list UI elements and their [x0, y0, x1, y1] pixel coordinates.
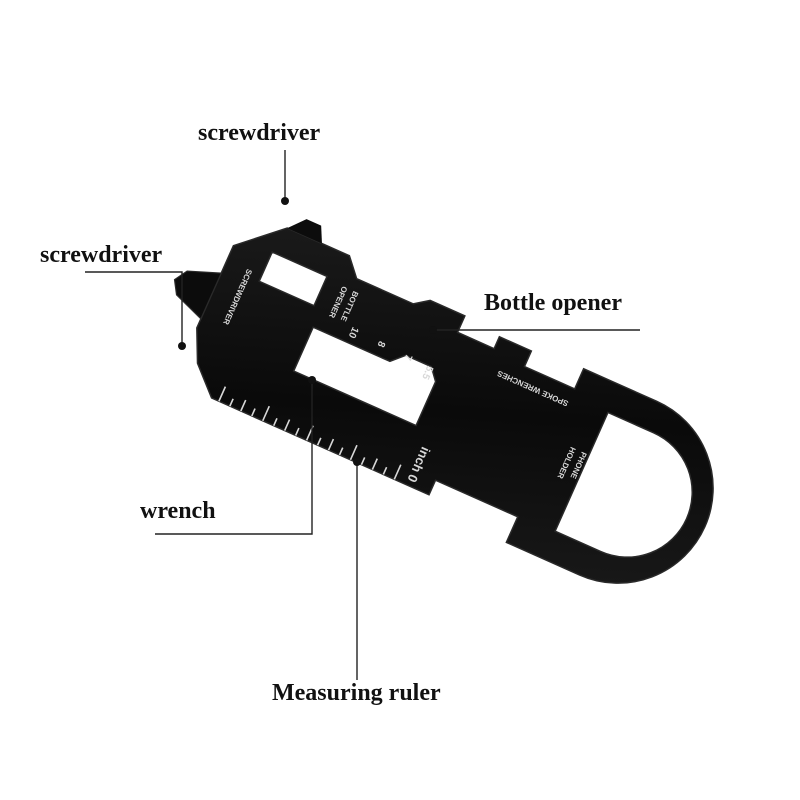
- engraving-size-10: 10: [346, 325, 361, 340]
- engraving-size-7: 7: [401, 352, 413, 362]
- callout-wrench: wrench: [140, 376, 316, 535]
- multitool-body: [196, 227, 714, 584]
- callout-measuring-ruler: Measuring ruler: [272, 458, 441, 706]
- leader-screwdriver-left: [85, 271, 183, 345]
- label-screwdriver-top: screwdriver: [198, 120, 321, 146]
- ruler-ticks: [218, 386, 402, 480]
- callout-bottle-opener: Bottle opener: [429, 290, 640, 334]
- label-wrench: wrench: [140, 498, 216, 524]
- leader-wrench: [155, 382, 313, 535]
- engraving-size-55: 5.5: [419, 364, 435, 382]
- multitool: SCREWDRIVER BOTTLE OPENER 10 8 7 5.5 SPO…: [173, 219, 714, 584]
- leader-dot-wrench: [308, 376, 316, 384]
- leader-dot-measuring-ruler: [353, 458, 361, 466]
- label-bottle-opener: Bottle opener: [484, 290, 622, 316]
- callout-screwdriver-top: screwdriver: [198, 120, 321, 205]
- leader-dot-bottle-opener: [429, 326, 437, 334]
- label-screwdriver-left: screwdriver: [40, 242, 163, 268]
- callout-screwdriver-left: screwdriver: [40, 242, 186, 350]
- screwdriver-top-tip: [287, 219, 322, 244]
- label-measuring-ruler: Measuring ruler: [272, 680, 441, 706]
- leader-dot-screwdriver-top: [281, 197, 289, 205]
- engraving-size-8: 8: [374, 339, 386, 349]
- screwdriver-tip: [173, 270, 223, 320]
- leader-dot-screwdriver-left: [178, 342, 186, 350]
